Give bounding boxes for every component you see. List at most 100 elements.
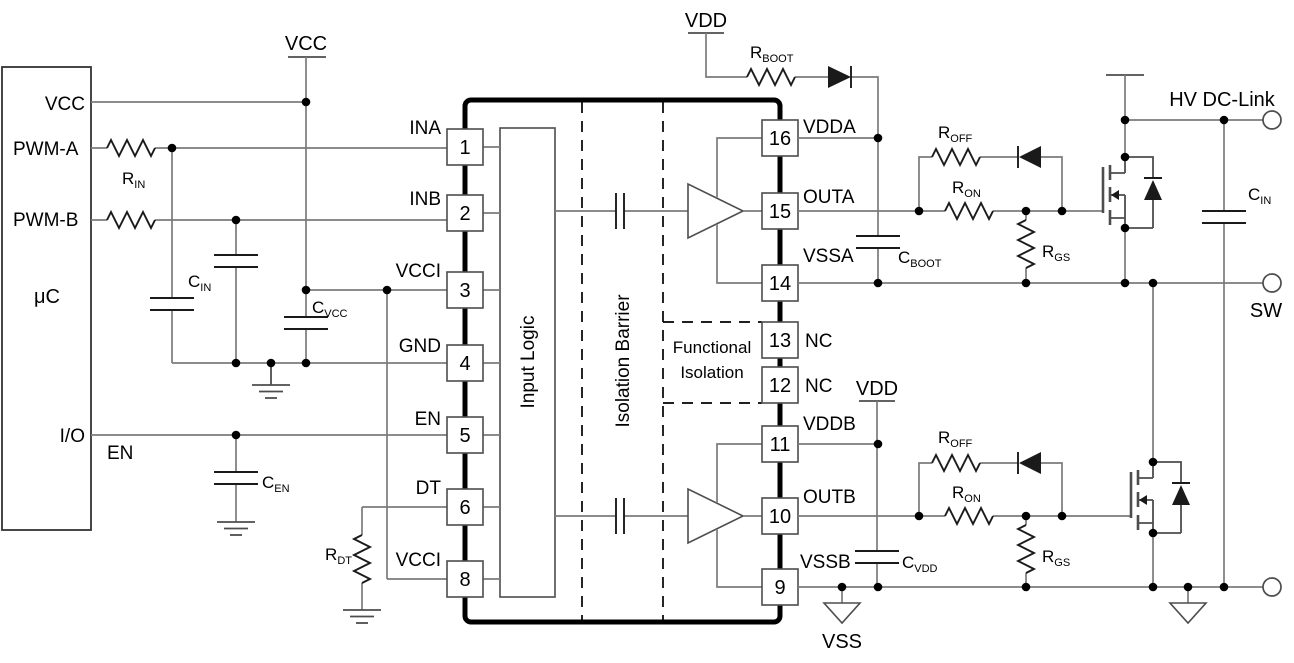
capacitor-cin-hv <box>1202 120 1246 587</box>
driver-buffer-b <box>687 487 745 545</box>
earth-ground-cen <box>217 521 255 536</box>
pin-name-nc-12: NC <box>805 376 832 397</box>
functional-isolation-label-2: Isolation <box>680 363 743 382</box>
pin-name-vssa: VSSA <box>803 246 854 267</box>
pin-number-12: 12 <box>769 375 791 397</box>
en-net-label: EN <box>107 443 133 464</box>
mcu-pin-pwm-a-label: PWM-A <box>13 139 79 160</box>
cvcc-label: CVCC <box>312 298 348 320</box>
ic-right-pins: 16 15 14 13 12 11 10 9 VDDA OUTA VSSA NC… <box>761 117 856 606</box>
power-ground-triangle <box>1168 602 1208 625</box>
pin-number-9: 9 <box>774 577 785 599</box>
ic-left-pins: 1 2 3 4 5 6 8 INA INB VCCI GND EN DT VCC… <box>396 118 484 598</box>
roff-a-label: ROFF <box>938 123 973 145</box>
rin-label: RIN <box>122 169 145 191</box>
capacitor-cboot <box>856 235 900 249</box>
body-diode-ls-wire <box>1153 461 1182 534</box>
mcu-pin-pwm-b-label: PWM-B <box>13 210 78 231</box>
resistor-rin-a <box>106 137 156 159</box>
vdd-boot-wire <box>705 33 879 138</box>
functional-isolation-label-1: Functional <box>673 338 751 357</box>
gate-network-a-wires <box>798 156 1090 212</box>
resistor-roff-a <box>931 146 981 168</box>
mcu-label: μC <box>34 286 60 308</box>
pin-box-2 <box>446 194 484 232</box>
sw-label: SW <box>1250 300 1282 322</box>
roff-b-label: ROFF <box>938 428 973 450</box>
diode-off-a <box>1017 146 1041 168</box>
pin-name-ina: INA <box>409 118 441 139</box>
pin-number-13: 13 <box>769 330 791 352</box>
pin-box-4 <box>446 344 484 382</box>
capacitor-cvcc <box>284 316 328 330</box>
sw-terminal <box>1262 273 1282 293</box>
mosfet-low-side <box>1129 283 1190 587</box>
pin-number-8: 8 <box>459 569 470 591</box>
vss-ground: VSS <box>822 587 862 653</box>
vdd-top-supply: VDD <box>685 10 879 138</box>
input-logic-label: Input Logic <box>518 316 539 409</box>
capacitor-cin-b <box>214 220 258 363</box>
functional-isolation-box <box>663 321 762 404</box>
hv-dc-link-label: HV DC-Link <box>1169 89 1276 111</box>
pin-box-15 <box>761 192 799 230</box>
pin-number-16: 16 <box>769 128 791 150</box>
pin-box-12 <box>761 366 799 404</box>
pin-name-outa: OUTA <box>803 187 855 208</box>
cin-hv-label: CIN <box>1248 185 1271 207</box>
vss-label: VSS <box>822 631 862 653</box>
pin-box-3 <box>446 271 484 309</box>
pgnd-terminal <box>1262 577 1282 597</box>
input-side-wires <box>91 101 447 580</box>
resistor-rdt <box>351 507 373 610</box>
hv-terminal <box>1262 110 1282 130</box>
vdd-mid-supply: VDD <box>798 378 898 587</box>
mosfet-ls-arrow <box>1139 495 1147 505</box>
buffer-a-wires <box>716 137 762 284</box>
pin-number-11: 11 <box>770 434 791 456</box>
rgs-b-label: RGS <box>1042 547 1070 569</box>
body-diode-hs-wire <box>1125 156 1154 229</box>
capacitor-cen <box>214 435 258 522</box>
pin-box-6 <box>446 488 484 526</box>
resistor-roff-b <box>931 452 981 474</box>
pin-number-14: 14 <box>769 273 791 295</box>
ron-a-label: RON <box>952 178 981 200</box>
mcu-pin-io-label: I/O <box>60 426 85 447</box>
iso-cap-channel-b <box>555 498 688 534</box>
pin-number-5: 5 <box>459 425 470 447</box>
body-diode-hs <box>1144 180 1162 200</box>
pin-logic-stubs <box>483 146 500 580</box>
pin-box-8 <box>446 560 484 598</box>
mosfet-high-side <box>1090 120 1162 283</box>
pin-number-10: 10 <box>769 506 791 528</box>
pin-name-vcci: VCCI <box>396 261 441 282</box>
diode-off-b <box>1017 452 1041 474</box>
pin-number-6: 6 <box>459 497 470 519</box>
diode-boot <box>828 66 852 88</box>
buffer-b-wires <box>716 443 762 588</box>
vdd-mid-label: VDD <box>856 378 898 400</box>
vcc-rail-label: VCC <box>285 33 327 55</box>
capacitor-cin-a <box>150 148 194 363</box>
pin-name-nc-13: NC <box>805 331 832 352</box>
vdd-top-label: VDD <box>685 10 727 32</box>
pin-name-gnd: GND <box>399 336 441 357</box>
pin-number-2: 2 <box>459 203 470 225</box>
hv-rail-wire <box>1124 75 1263 121</box>
junction-dots <box>167 97 1229 592</box>
mcu-pin-vcc-label: VCC <box>45 94 85 115</box>
pin-name-dt: DT <box>416 478 442 499</box>
pin-name-vssb: VSSB <box>800 552 851 573</box>
mcu-outline <box>1 66 92 531</box>
ron-b-label: RON <box>952 483 981 505</box>
pin-box-13 <box>761 321 799 359</box>
rdt-label: RDT <box>325 545 352 567</box>
cen-label: CEN <box>262 473 290 495</box>
pin-name-inb: INB <box>409 189 441 210</box>
vssb-rail <box>798 577 1282 597</box>
mosfet-hs-arrow <box>1111 190 1119 200</box>
vdda-cboot-wire <box>798 137 879 283</box>
wire-vcci-pin8-drop <box>386 290 447 580</box>
